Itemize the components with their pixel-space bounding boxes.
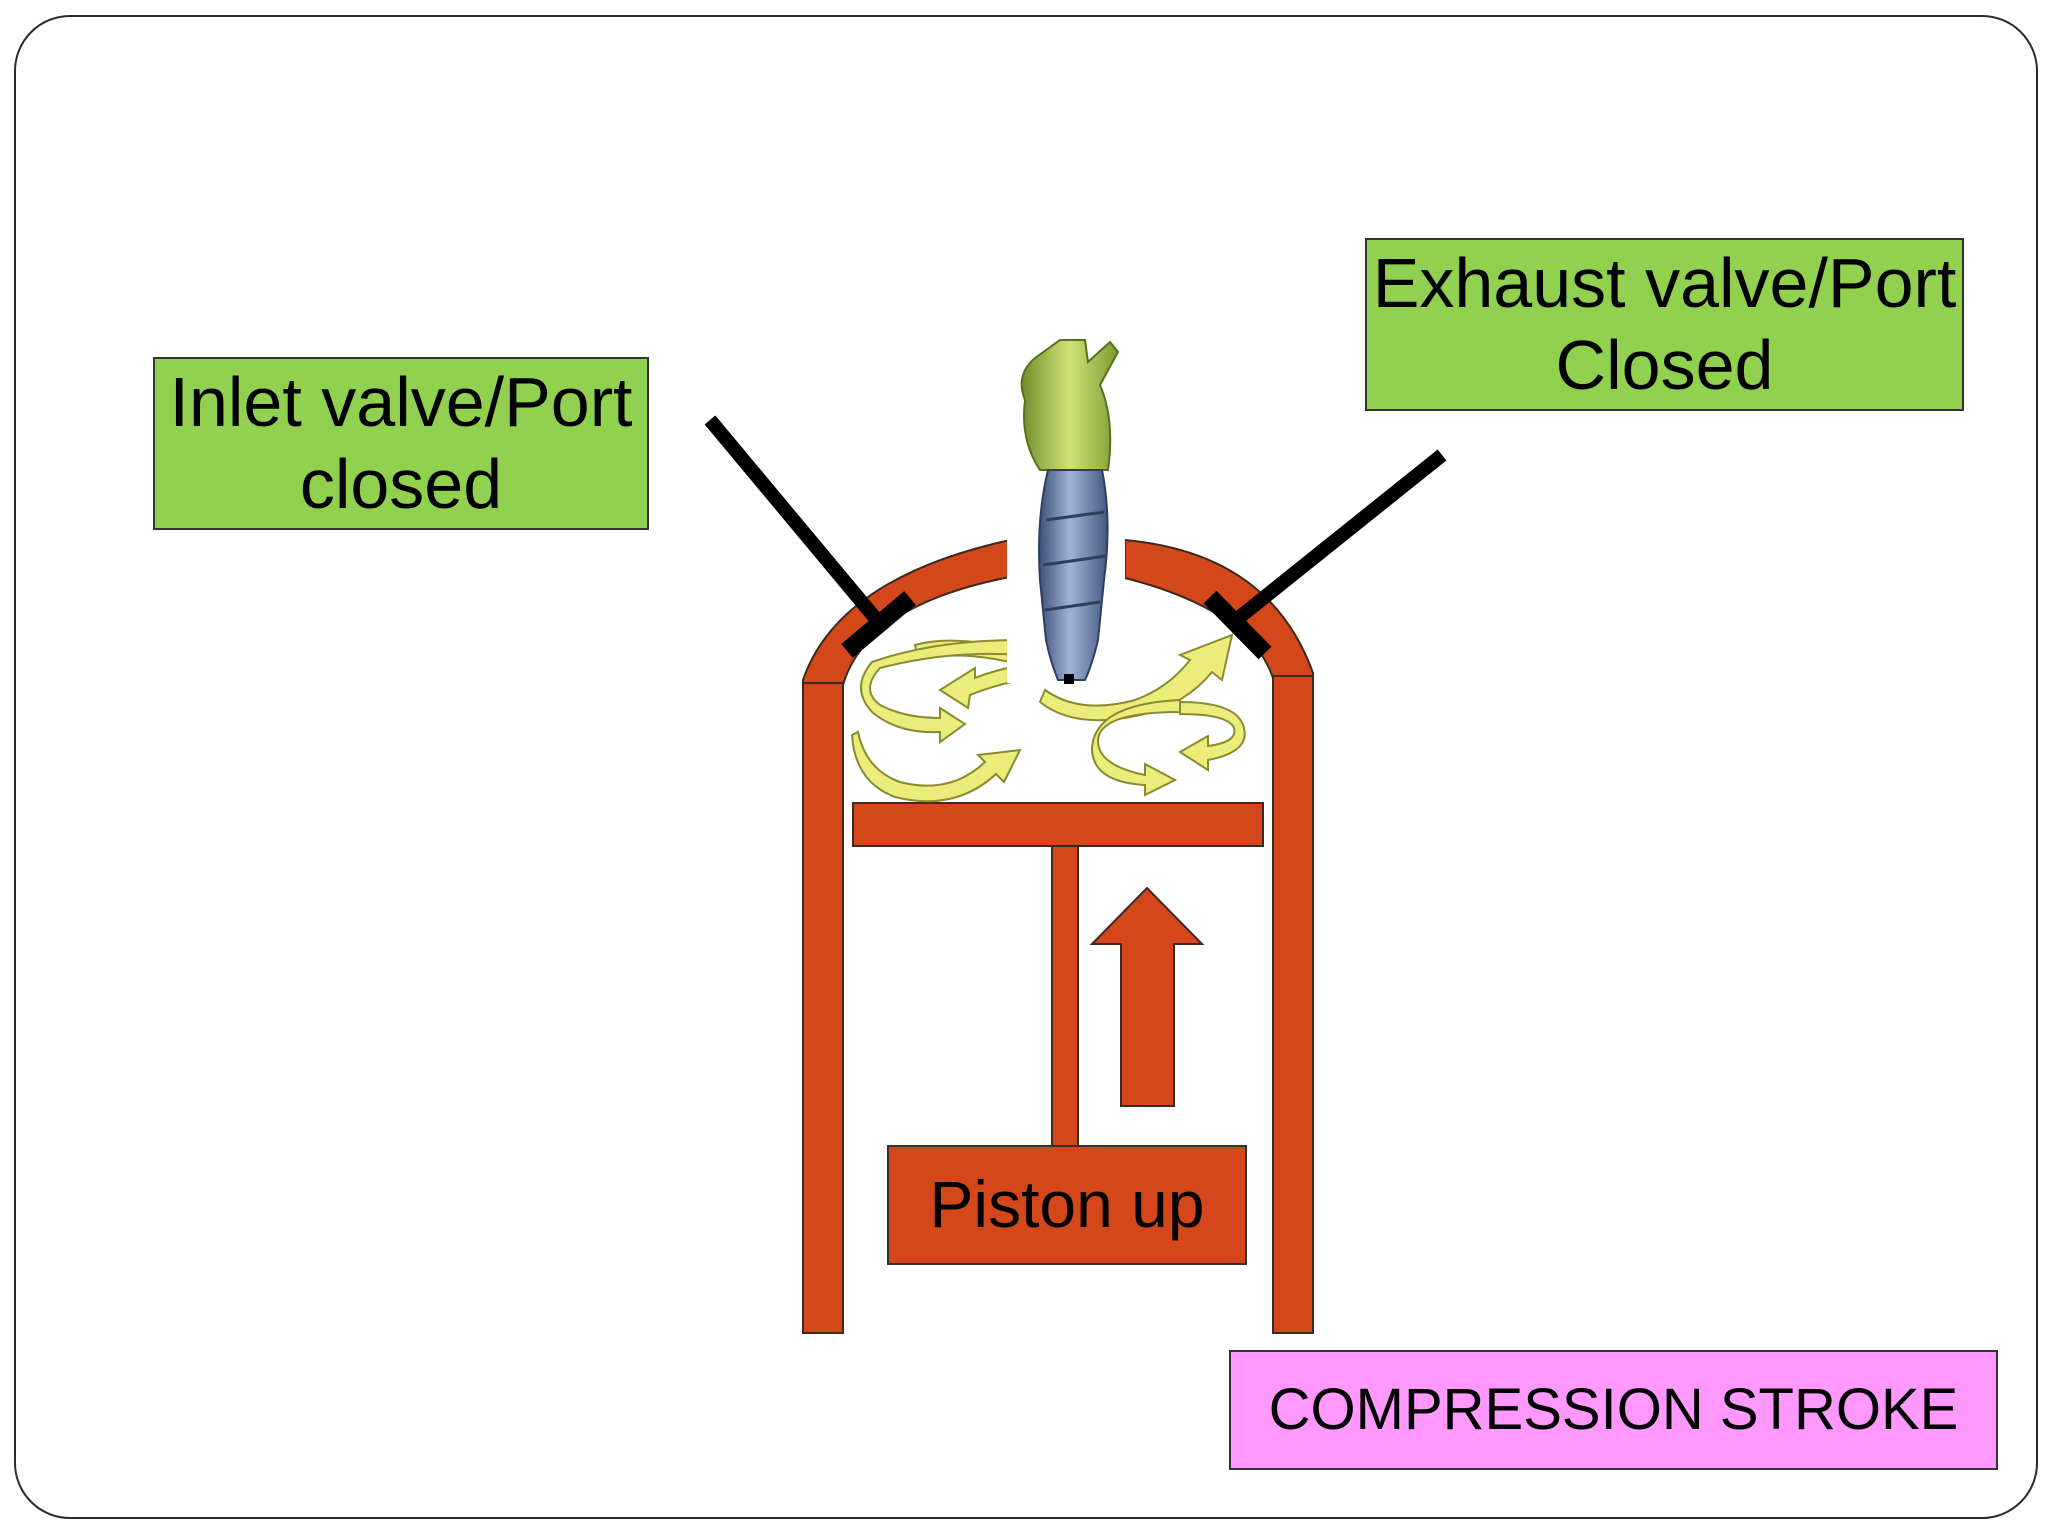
inlet-valve — [704, 415, 916, 658]
swirl-arrow-icon — [850, 638, 1034, 803]
exhaust-label-line2: Closed — [1555, 325, 1774, 404]
inlet-valve-label: Inlet valve/Port closed — [153, 357, 649, 530]
cylinder-wall-right — [1272, 675, 1314, 1334]
stroke-label-text: COMPRESSION STROKE — [1268, 1377, 1959, 1443]
piston-label-text: Piston up — [929, 1167, 1205, 1242]
piston-crown — [852, 802, 1264, 847]
cylinder-wall-left — [802, 682, 844, 1334]
arrow-up-icon — [1089, 886, 1205, 1107]
exhaust-label-line1: Exhaust valve/Port — [1372, 243, 1957, 322]
piston-up-label: Piston up — [887, 1145, 1247, 1265]
inlet-label-line1: Inlet valve/Port — [169, 362, 633, 441]
compression-stroke-label: COMPRESSION STROKE — [1229, 1350, 1998, 1470]
inlet-label-line2: closed — [299, 444, 503, 523]
exhaust-valve-label: Exhaust valve/Port Closed — [1365, 238, 1964, 411]
exhaust-valve — [1203, 449, 1447, 660]
swirl-arrow-icon — [1038, 633, 1246, 797]
connecting-rod — [1051, 845, 1079, 1147]
fuel-injector-icon — [1007, 338, 1125, 684]
